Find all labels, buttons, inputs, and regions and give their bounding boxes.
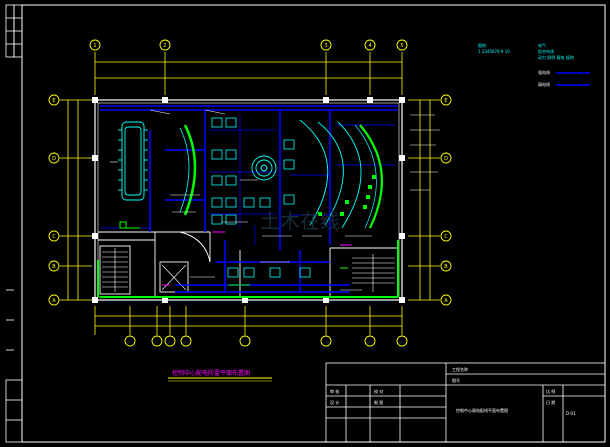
title-sheet-no: D-01 [566,411,576,416]
title-right-label-1: 比 例 [546,388,555,394]
legend-line-2: 1 2345678 9 10 [478,49,510,54]
axis-label-top-1: 1 [93,43,96,49]
axis-label-left-e: E [52,98,55,104]
magenta-marks [162,231,352,286]
axis-label-top-3: 3 [324,43,327,49]
right-dimension-lines [408,99,440,301]
stair-right [352,254,395,292]
green-busbar [97,240,399,298]
drawing-caption: 控制中心配电防雷平面布置图 [168,369,272,382]
interior-partitions [98,231,399,297]
axis-label-right-a: A [444,298,448,304]
axis-label-top-2: 2 [163,43,166,49]
axis-label-right-c: C [444,234,448,240]
axis-label-left-a: A [52,298,56,304]
title-row-2: 设 计 [330,399,339,405]
axis-bubbles-left [48,94,60,306]
legend-item-1: 强电线 [538,69,550,75]
axis-label-right-b: B [444,264,448,270]
axis-bubbles-top [89,39,408,51]
sheet-frame [21,4,606,443]
title-row-1: 审 核 [330,388,339,394]
structural-columns [92,97,405,303]
workstation-desks [211,117,311,278]
stair-left [102,248,128,292]
axis-label-top-4: 4 [368,43,371,49]
margin-stamp-boxes [5,4,23,443]
legend-block: 图例 1 2345678 9 10 电气 综合布线 动力 照明 弱电 接地 强电… [478,42,590,87]
green-small-elements [119,221,348,286]
legend-line-5: 动力 照明 弱电 接地 [538,54,574,60]
conference-table [118,121,148,201]
elevator-shaft [161,264,187,291]
console-seats [318,175,376,216]
watermark-text: 土木在线 [260,209,340,233]
left-dimension-lines [60,99,92,301]
cable-runs-thin [100,115,395,245]
axis-label-left-c: C [52,234,56,240]
curved-console-right [299,119,383,229]
top-dimension-lines [94,52,403,95]
axis-bubbles-right [440,94,452,306]
margin-ticks [6,289,14,351]
axis-label-right-d: D [444,156,448,162]
title-row-3: 校 对 [374,388,383,394]
legend-line-3: 电气 [538,42,546,48]
title-block [325,362,606,443]
title-sheet-title: 控制中心弱电配线平面布置图 [456,407,508,413]
axis-label-right-e: E [444,98,447,104]
axis-label-top-5: 5 [400,43,403,49]
axis-bubbles-bottom [124,335,408,347]
title-row-4: 制 图 [374,399,383,405]
caption-text: 控制中心配电防雷平面布置图 [172,369,250,377]
legend-line-1: 图例 [478,42,486,48]
round-table [251,155,277,181]
cable-trays [100,105,398,293]
title-drawing-label: 图号 [452,377,460,383]
axis-label-left-b: B [52,264,56,270]
axis-label-left-d: D [52,156,56,162]
title-project-label: 工程名称 [452,366,468,372]
title-right-label-2: 日 期 [546,399,555,405]
bottom-dimension-lines [94,306,403,335]
curved-console-left [179,124,197,216]
legend-line-4: 综合布线 [538,48,554,54]
legend-item-2: 弱电线 [538,81,550,87]
plan-annotations [110,109,440,291]
